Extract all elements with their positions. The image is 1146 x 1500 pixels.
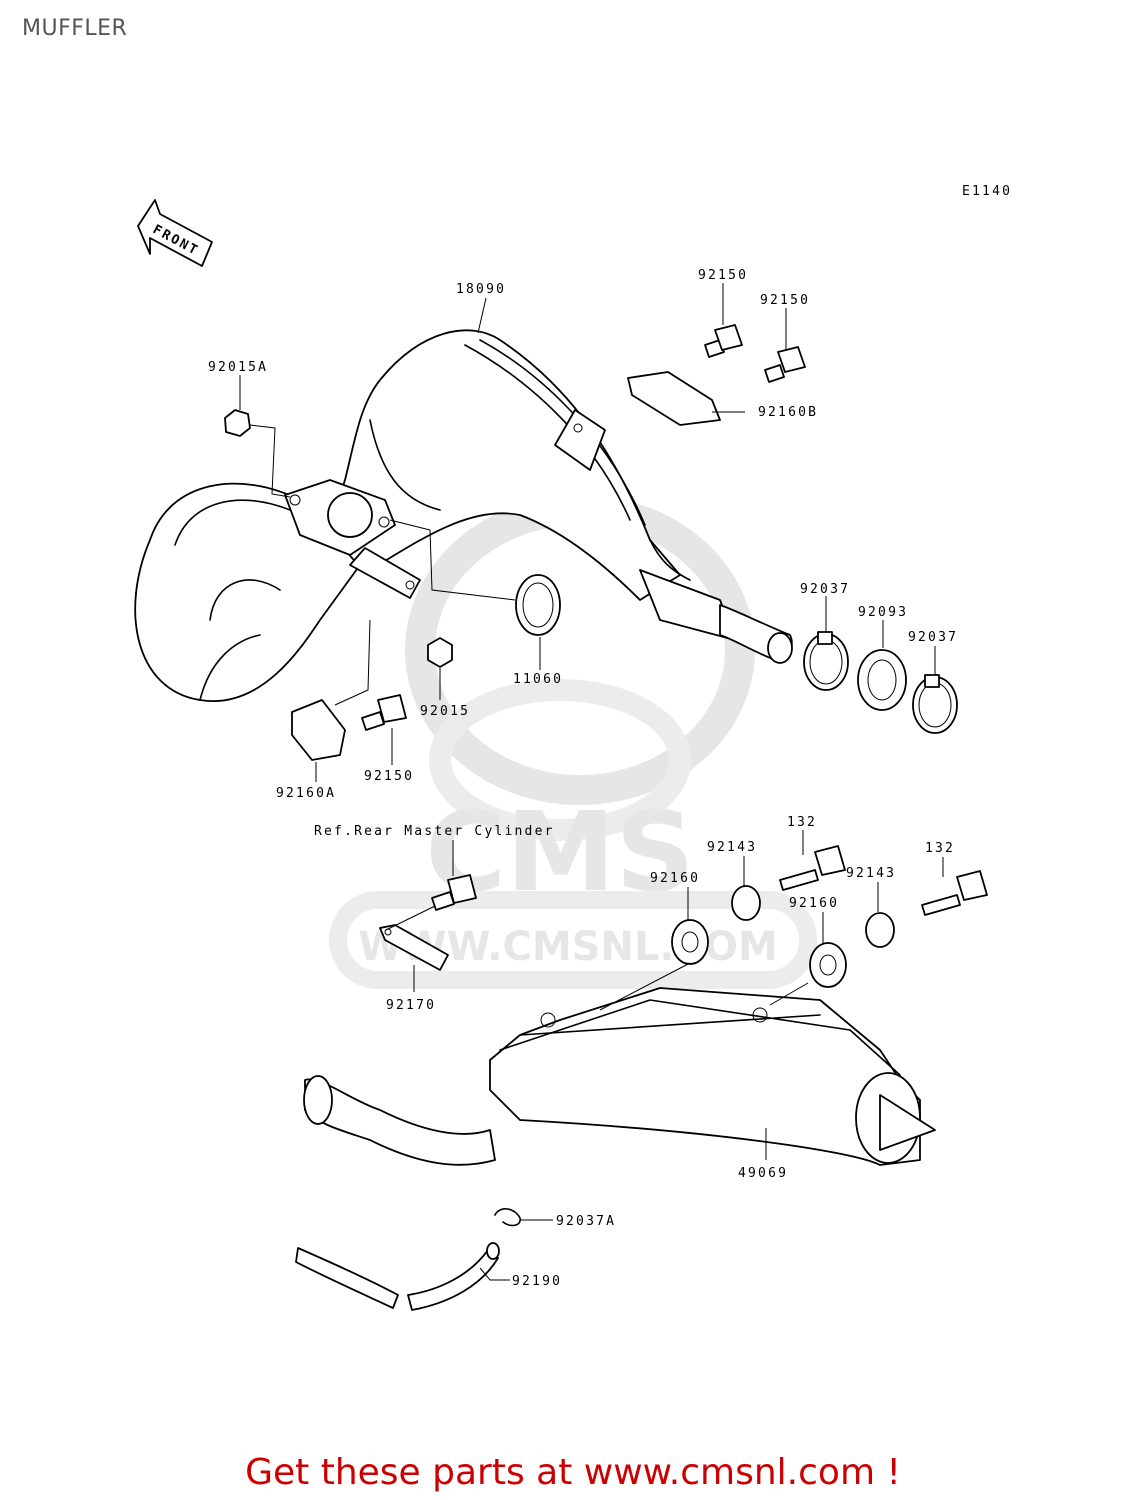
label-92150-lower[interactable]: 92150 [364, 769, 414, 784]
label-92037a[interactable]: 92037A [556, 1214, 616, 1229]
gasket-11060-icon[interactable] [515, 574, 561, 636]
label-92093[interactable]: 92093 [858, 605, 908, 620]
label-18090[interactable]: 18090 [456, 282, 506, 297]
label-92160-left[interactable]: 92160 [650, 871, 700, 886]
bolt-132-left-icon[interactable] [779, 845, 846, 891]
nut-92015-icon[interactable] [427, 637, 453, 668]
damper-92160-right-icon[interactable] [809, 942, 847, 988]
label-92037-right[interactable]: 92037 [908, 630, 958, 645]
clamp-92037a-icon[interactable] [494, 1208, 521, 1227]
nut-92015a-icon[interactable] [224, 409, 251, 437]
clamp-92037-right-icon[interactable] [912, 674, 958, 734]
label-132-left[interactable]: 132 [787, 815, 817, 830]
label-92143-right[interactable]: 92143 [846, 866, 896, 881]
label-11060[interactable]: 11060 [513, 672, 563, 687]
bracket-92160b-icon[interactable] [627, 371, 721, 426]
clamp-92037-left-icon[interactable] [803, 631, 849, 691]
label-92160b[interactable]: 92160B [758, 405, 818, 420]
collar-92143-left-icon[interactable] [731, 885, 761, 921]
joint-92093-icon[interactable] [857, 649, 907, 711]
collar-92143-right-icon[interactable] [865, 912, 895, 948]
label-92150-upper[interactable]: 92150 [760, 293, 810, 308]
label-132-right[interactable]: 132 [925, 841, 955, 856]
label-92160a[interactable]: 92160A [276, 786, 336, 801]
page-title: MUFFLER [22, 16, 128, 41]
expansion-chamber-drawing [284, 329, 793, 664]
label-92037-left[interactable]: 92037 [800, 582, 850, 597]
bolt-92150-upper-icon[interactable] [704, 324, 743, 358]
tube-92190-icon[interactable] [295, 1242, 500, 1311]
bolt-132-right-icon[interactable] [921, 870, 988, 916]
diagram-code: E1140 [962, 184, 1012, 199]
clamp-92170-icon[interactable] [379, 924, 449, 971]
label-92015a[interactable]: 92015A [208, 360, 268, 375]
front-arrow-icon: FRONT [137, 199, 213, 267]
bolt-92150-lower-icon[interactable] [361, 694, 407, 731]
label-92190[interactable]: 92190 [512, 1274, 562, 1289]
label-92143-left[interactable]: 92143 [707, 840, 757, 855]
damper-92160-left-icon[interactable] [671, 919, 709, 965]
bolt-ref-master-cylinder-icon[interactable] [431, 874, 477, 911]
bracket-92160a-icon[interactable] [291, 699, 346, 761]
label-92160-right[interactable]: 92160 [789, 896, 839, 911]
label-92150-top[interactable]: 92150 [698, 268, 748, 283]
silencer-drawing [303, 987, 936, 1166]
label-92170[interactable]: 92170 [386, 998, 436, 1013]
reference-note: Ref.Rear Master Cylinder [314, 824, 555, 839]
footer-link[interactable]: Get these parts at www.cmsnl.com ! [245, 1452, 901, 1493]
leader-lines [239, 283, 944, 1281]
part-labels: 18090 92150 92150 92160B 92015A 92037 92… [208, 268, 958, 1289]
label-49069[interactable]: 49069 [738, 1166, 788, 1181]
label-92015[interactable]: 92015 [420, 704, 470, 719]
bolt-92150-upper2-icon[interactable] [764, 346, 806, 383]
